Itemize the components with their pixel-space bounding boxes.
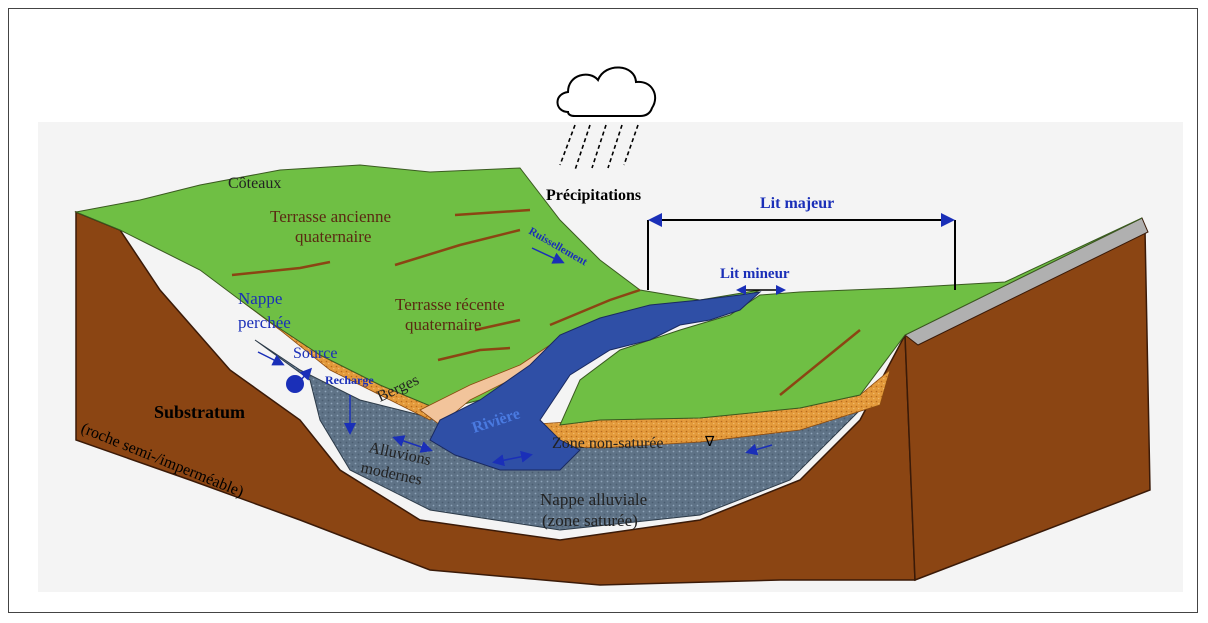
lit-mineur-arrow — [736, 285, 786, 295]
label-coteaux: Côteaux — [228, 175, 281, 192]
label-nappe-alluviale-1: Nappe alluviale — [540, 490, 647, 509]
rain-icon — [559, 124, 639, 171]
source-point-icon — [286, 375, 304, 393]
label-terrasse-recente-1: Terrasse récente — [395, 295, 505, 314]
substratum-block — [75, 210, 916, 586]
cloud-icon — [556, 66, 657, 117]
flow-arrows — [257, 247, 773, 467]
label-substratum-1: Substratum — [154, 402, 245, 422]
label-nappe-alluviale-2: (zone saturée) — [542, 511, 638, 530]
label-terrasse-recente-2: quaternaire — [405, 315, 481, 334]
terrace-lines — [231, 208, 861, 396]
label-precipitations: Précipitations — [546, 187, 641, 204]
label-terrasse-ancienne-2: quaternaire — [295, 227, 371, 246]
label-source: Source — [293, 345, 337, 362]
label-nappe-perchee-2: perchée — [238, 313, 291, 332]
label-lit-mineur: Lit mineur — [720, 266, 790, 282]
lit-majeur-bracket — [647, 213, 956, 290]
label-zone-non-saturee: Zone non-saturée — [552, 435, 664, 452]
water-table-symbol: ∇ — [704, 435, 715, 450]
label-recharge: Recharge — [325, 373, 374, 387]
riviere — [429, 291, 762, 471]
label-nappe-perchee-1: Nappe — [238, 289, 282, 308]
label-lit-majeur: Lit majeur — [760, 195, 834, 212]
label-terrasse-ancienne-1: Terrasse ancienne — [270, 207, 391, 226]
